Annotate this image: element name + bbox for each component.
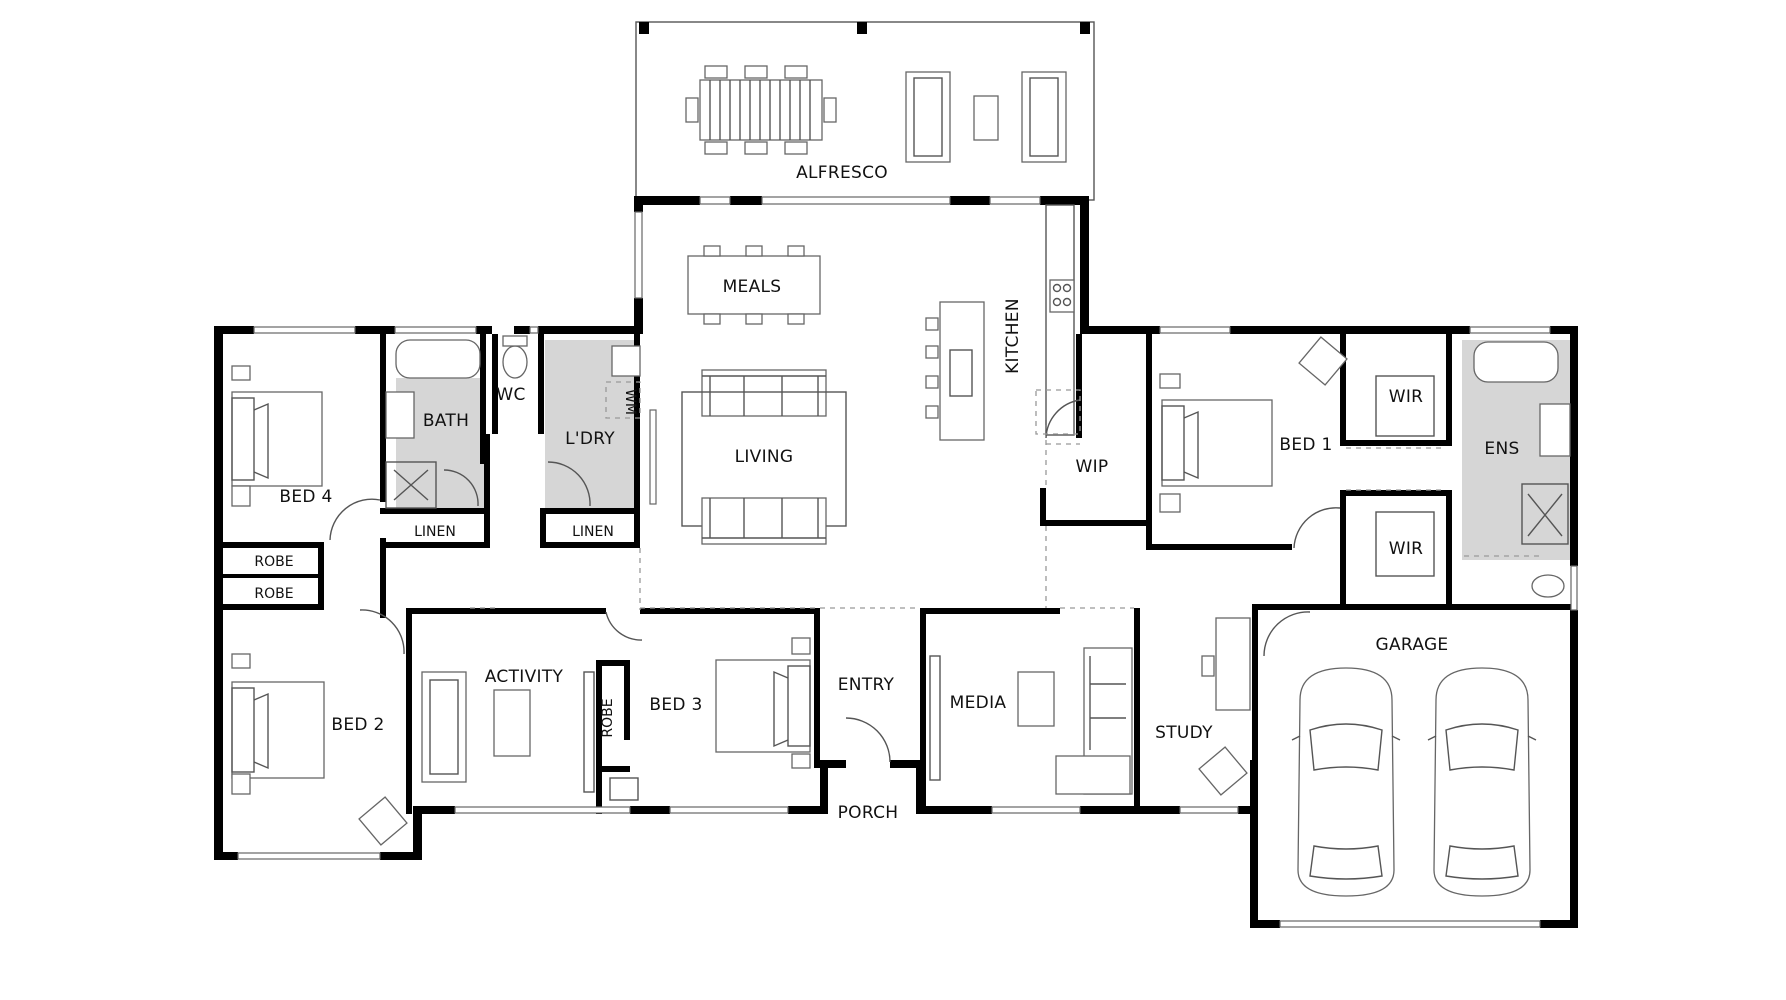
room-label-living: LIVING — [735, 447, 794, 467]
open-plan-boundaries — [470, 420, 1540, 610]
room-label-bed2: BED 2 — [331, 715, 384, 735]
activity-furniture — [421, 671, 595, 793]
armchair — [358, 796, 408, 846]
sofa — [421, 671, 467, 783]
label-wm: WM — [622, 389, 638, 415]
bed — [231, 681, 325, 779]
room-label-entry: ENTRY — [838, 675, 895, 695]
room-label-alfresco: ALFRESCO — [796, 163, 888, 183]
sofa — [701, 497, 827, 545]
bath-fixtures: WM — [385, 335, 641, 509]
sofa — [701, 369, 827, 417]
bed3-furniture — [609, 637, 811, 801]
media-furniture — [929, 647, 1133, 795]
bathtub — [395, 339, 481, 379]
windows — [237, 196, 1578, 928]
alfresco-post — [857, 22, 867, 34]
desk — [1215, 617, 1251, 711]
outdoor-lounge — [905, 71, 1067, 163]
study-furniture — [1198, 617, 1251, 796]
garage-cars — [1291, 667, 1537, 897]
room-label-bath: BATH — [423, 411, 469, 431]
outdoor-dining-table — [685, 65, 837, 155]
room-label-robe3: ROBE — [600, 698, 616, 737]
bed2-furniture — [231, 653, 408, 846]
room-label-kitchen: KITCHEN — [1003, 298, 1023, 374]
room-label-media: MEDIA — [950, 693, 1007, 713]
ensuite-toilet — [1531, 574, 1565, 598]
kitchen-fixtures — [925, 204, 1081, 441]
room-label-linen2: LINEN — [572, 524, 614, 540]
armchair — [1198, 746, 1248, 796]
room-label-meals: MEALS — [723, 277, 782, 297]
car — [1291, 667, 1401, 897]
room-label-wip: WIP — [1076, 457, 1109, 477]
interior-walls — [223, 334, 1572, 814]
ensuite-shower — [1521, 483, 1569, 545]
room-label-bed1: BED 1 — [1279, 435, 1332, 455]
room-label-bed4: BED 4 — [279, 487, 332, 507]
ensuite-vanity — [1539, 403, 1571, 457]
room-label-porch: PORCH — [838, 803, 899, 823]
room-label-robe2: ROBE — [254, 586, 293, 602]
room-label-laundry: L'DRY — [565, 429, 615, 449]
alfresco-post — [1080, 22, 1090, 34]
cooktop — [1049, 279, 1075, 313]
toilet — [502, 345, 528, 379]
meals-living-furniture — [681, 245, 847, 545]
room-label-wir2: WIR — [1389, 539, 1424, 559]
bath-vanity — [385, 391, 415, 439]
coffee-table — [1017, 671, 1055, 727]
bed — [1161, 399, 1273, 487]
kitchen-bench — [1045, 204, 1075, 436]
room-label-garage: GARAGE — [1376, 635, 1449, 655]
dining-table — [687, 255, 821, 315]
room-label-wc: WC — [496, 385, 525, 405]
ensuite-bathtub — [1473, 341, 1559, 383]
room-label-study: STUDY — [1155, 723, 1213, 743]
bed4-furniture — [231, 365, 323, 507]
room-label-ens: ENS — [1484, 439, 1519, 459]
exterior-walls — [214, 196, 1578, 928]
room-label-linen1: LINEN — [414, 524, 456, 540]
alfresco-post — [639, 22, 649, 34]
shower — [385, 461, 437, 509]
ensuite-fixtures — [1473, 341, 1571, 598]
bed — [715, 659, 811, 753]
armchair — [1298, 336, 1348, 386]
kitchen-island — [939, 301, 985, 441]
laundry-sink — [611, 345, 641, 377]
room-label-robe1: ROBE — [254, 554, 293, 570]
bed1-furniture — [1159, 336, 1435, 577]
car — [1427, 667, 1537, 897]
room-label-wir1: WIR — [1389, 387, 1424, 407]
room-label-bed3: BED 3 — [649, 695, 702, 715]
room-labels: MEALS KITCHEN LIVING BATH WC L'DRY BED 4… — [254, 277, 1519, 823]
bed — [231, 391, 323, 487]
washing-machine-box — [605, 381, 641, 419]
alfresco-area: ALFRESCO — [635, 21, 1095, 201]
room-label-activity: ACTIVITY — [485, 667, 564, 687]
coffee-table — [493, 689, 531, 757]
